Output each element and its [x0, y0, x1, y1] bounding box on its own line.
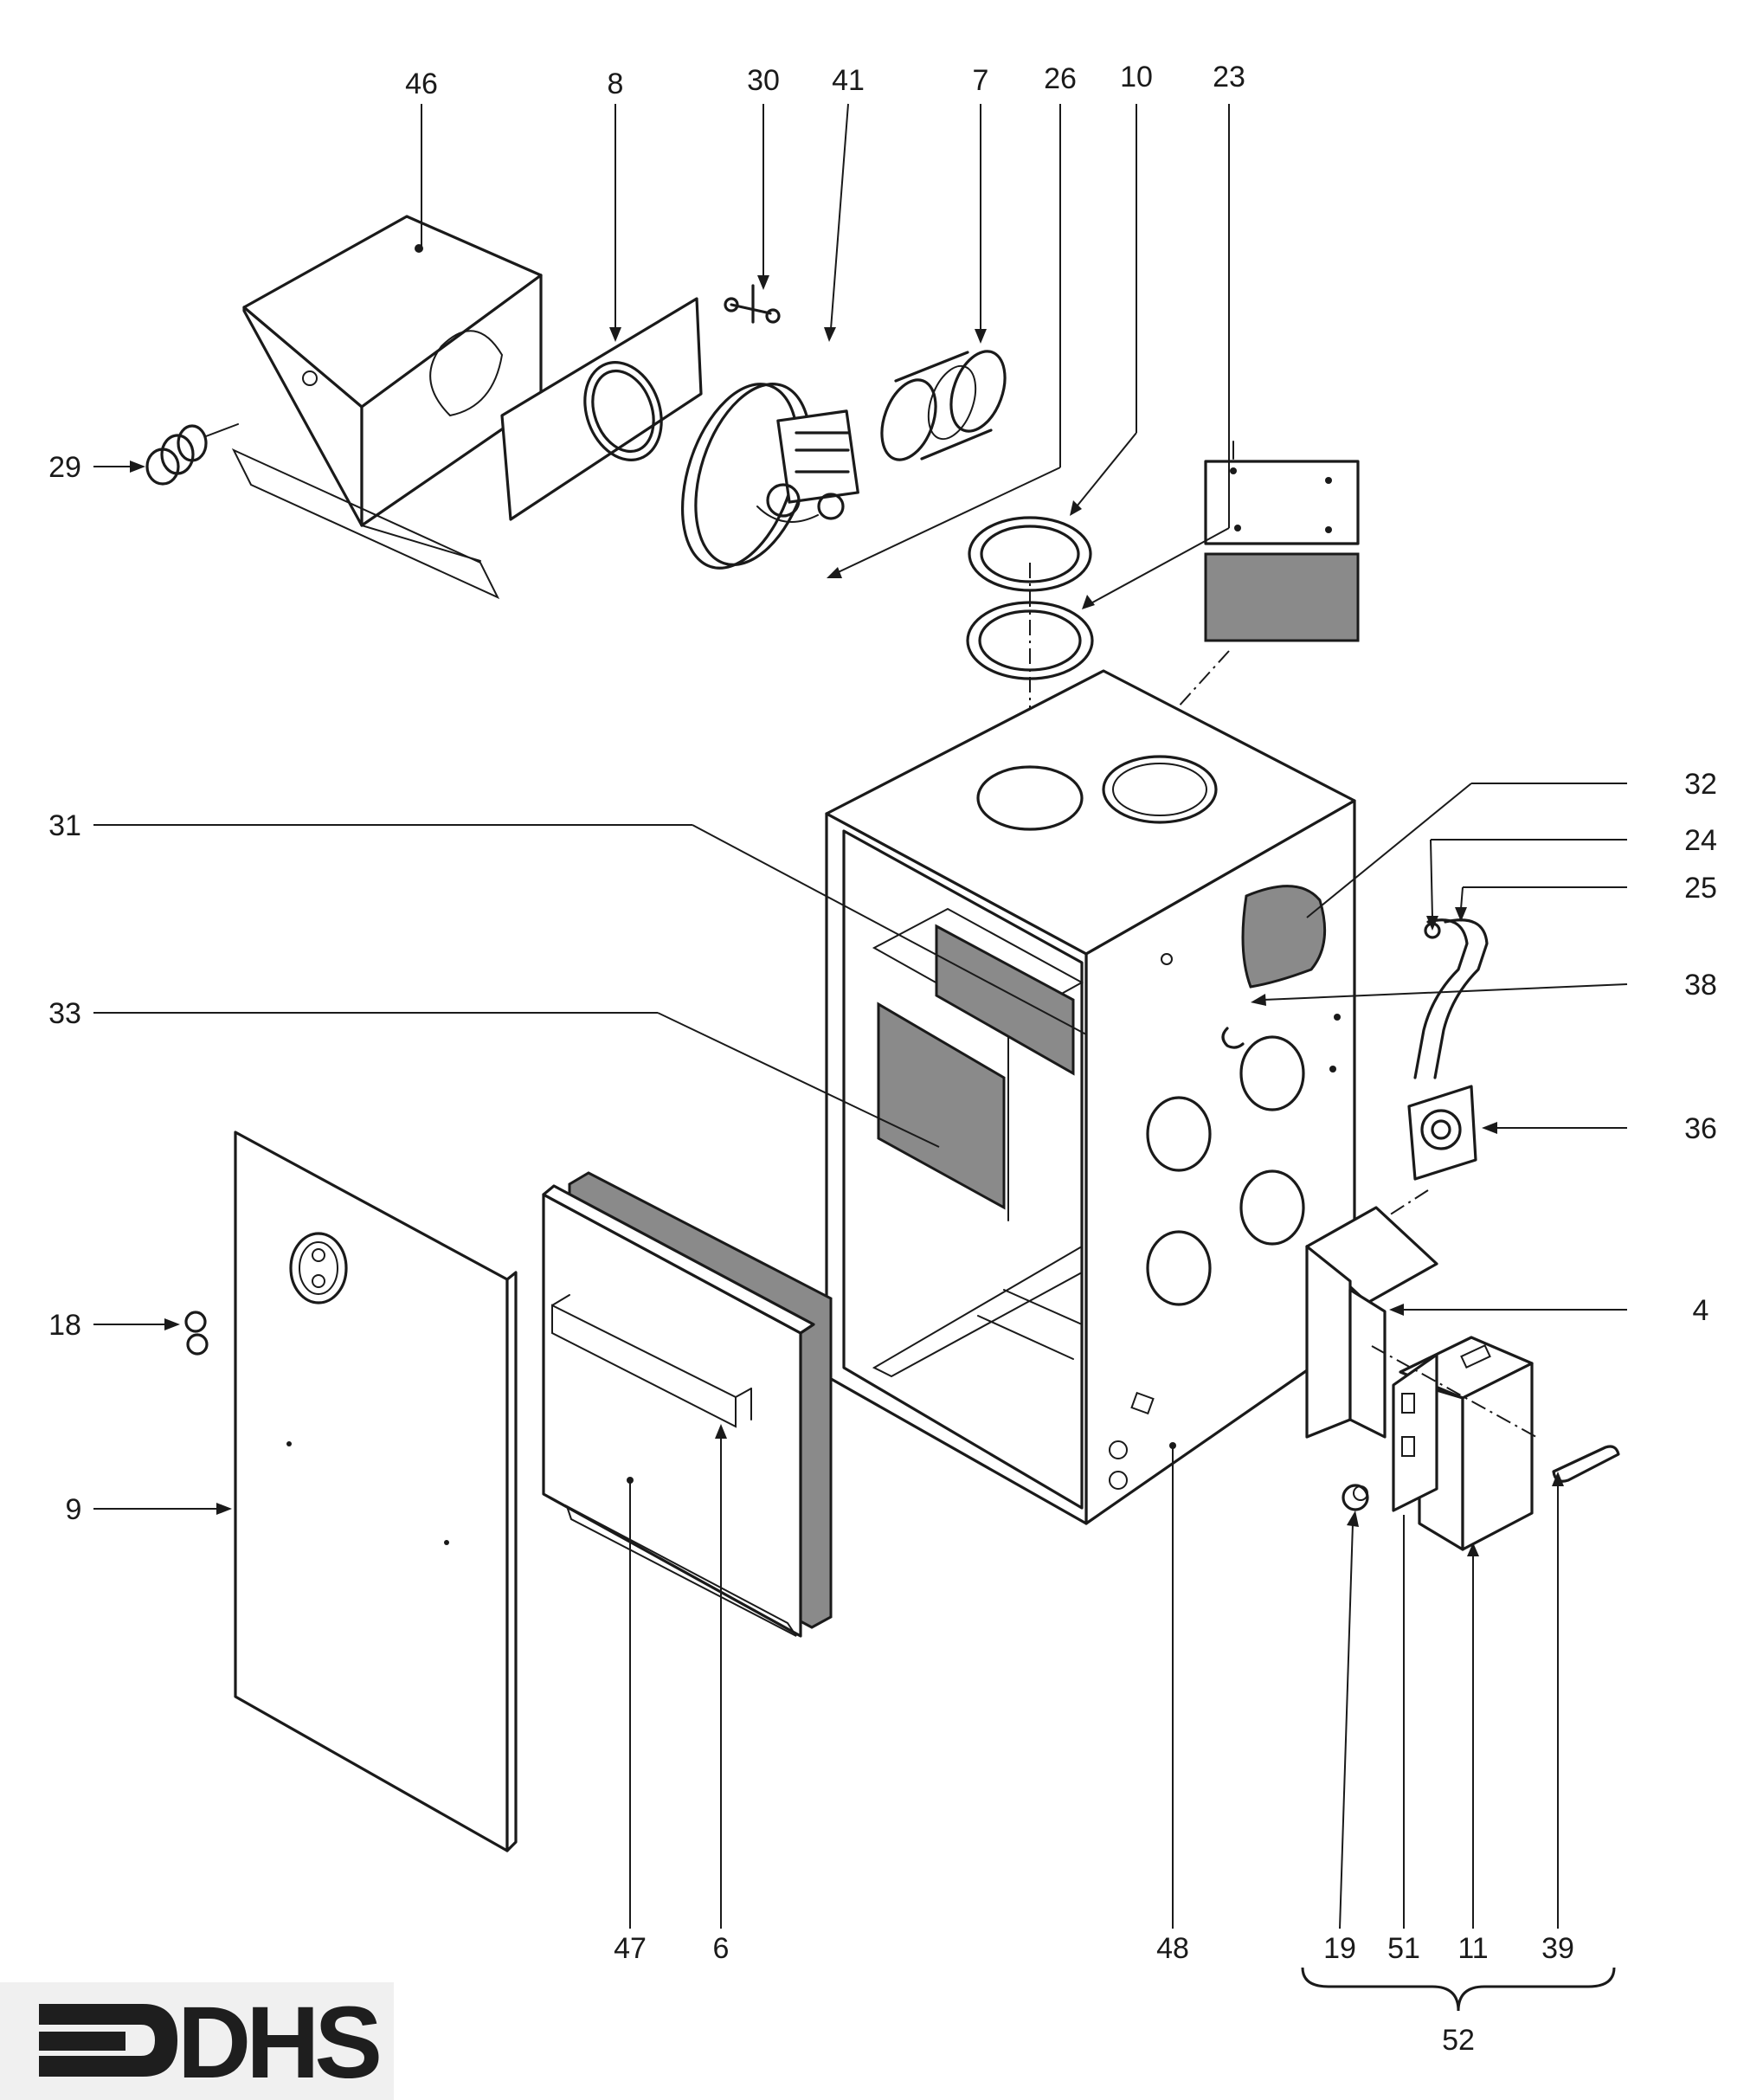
callout-30: 30 — [747, 64, 780, 97]
pressure-switch-36 — [1407, 1085, 1477, 1181]
callout-4: 4 — [1693, 1294, 1709, 1327]
callout-11: 11 — [1457, 1932, 1488, 1965]
callout-19: 19 — [1323, 1932, 1356, 1965]
sight-glass-18 — [184, 1311, 209, 1356]
callout-7: 7 — [973, 64, 989, 97]
callout-18: 18 — [48, 1309, 81, 1342]
callout-8: 8 — [608, 68, 624, 100]
arrow-bracket-icon — [39, 2004, 177, 2077]
callout-32: 32 — [1684, 768, 1717, 801]
callout-26: 26 — [1044, 62, 1077, 95]
callout-10: 10 — [1120, 61, 1153, 93]
callout-labels: 46 8 30 41 7 26 10 23 29 31 32 24 25 33 … — [48, 61, 1717, 2057]
callout-46: 46 — [405, 68, 438, 100]
handle-39 — [1552, 1445, 1620, 1483]
callout-9: 9 — [66, 1493, 82, 1526]
door-47 — [542, 1184, 815, 1638]
callout-33: 33 — [48, 997, 81, 1030]
leader-lines — [93, 103, 1628, 2012]
callout-6: 6 — [713, 1932, 730, 1965]
insulation-top — [1204, 552, 1360, 642]
gasket-ring-10 — [968, 516, 1092, 592]
nozzle-29 — [145, 423, 239, 486]
callout-41: 41 — [832, 64, 865, 97]
callout-52: 52 — [1442, 2024, 1475, 2057]
callout-23: 23 — [1213, 61, 1245, 93]
blower-motor-41 — [680, 383, 859, 570]
bracket-38 — [1221, 1027, 1245, 1049]
callout-47: 47 — [614, 1932, 647, 1965]
cabinet-48 — [825, 669, 1356, 1525]
callout-29: 29 — [48, 451, 81, 484]
callout-39: 39 — [1541, 1932, 1574, 1965]
top-cover-plate — [1204, 460, 1360, 545]
bracket-4 — [1305, 1206, 1438, 1439]
callout-38: 38 — [1684, 969, 1717, 1002]
fitting-30 — [724, 284, 781, 324]
callout-31: 31 — [48, 809, 81, 842]
hose-24-25 — [1413, 918, 1489, 1079]
callout-48: 48 — [1156, 1932, 1189, 1965]
logo-text: DHS — [177, 1986, 379, 2100]
front-panel-9 — [234, 1131, 518, 1852]
callout-24: 24 — [1684, 824, 1717, 857]
callout-51: 51 — [1387, 1932, 1420, 1965]
knob-19 — [1342, 1484, 1369, 1511]
mounting-plate-8 — [500, 297, 703, 521]
mounting-plate-51 — [1392, 1353, 1438, 1512]
callout-25: 25 — [1684, 872, 1717, 905]
burner-housing-46 — [231, 215, 543, 600]
dhs-logo: DHS — [0, 1982, 394, 2100]
blast-tube-7 — [880, 350, 1007, 461]
callout-36: 36 — [1684, 1112, 1717, 1145]
